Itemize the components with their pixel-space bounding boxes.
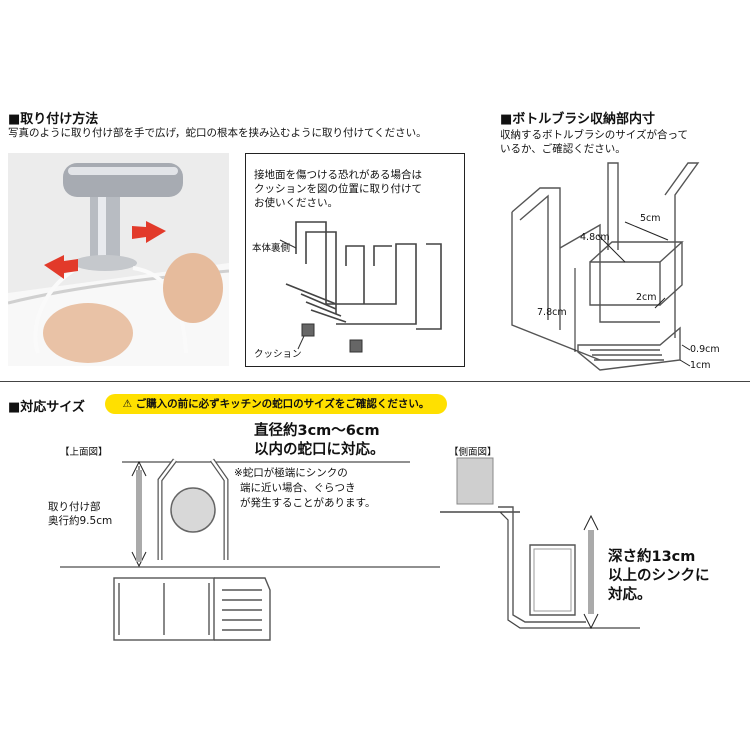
side-view-label: 【側面図】 <box>449 447 497 458</box>
warning-icon: ⚠ <box>122 398 133 410</box>
brush-line-1: 収納するボトルブラシのサイズが合って <box>500 129 688 141</box>
label-back-side: 本体裏側 <box>252 243 291 254</box>
dim-width: 5cm <box>640 213 661 224</box>
dim-height: 7.8cm <box>537 307 567 318</box>
brush-line-2: いるか、ご確認ください。 <box>500 143 626 155</box>
size-heading: ■対応サイズ <box>8 400 85 415</box>
install-heading: ■取り付け方法 <box>8 112 99 127</box>
section-divider <box>0 381 750 382</box>
caution-line-2: 端に近い場合、ぐらつき <box>240 482 356 494</box>
depth-line-2: 以上のシンクに <box>608 568 710 584</box>
note-line-3: お使いください。 <box>254 197 338 209</box>
note-line-2: クッションを図の位置に取り付けて <box>254 183 422 195</box>
depth-line-3: 対応。 <box>608 587 652 603</box>
depth-line-1: 深さ約13cm <box>608 549 696 565</box>
top-view-label: 【上面図】 <box>60 447 108 458</box>
brush-heading: ■ボトルブラシ収納部内寸 <box>500 112 656 127</box>
mount-line-1: 取り付け部 <box>48 501 101 513</box>
install-description: 写真のように取り付け部を手で広げ，蛇口の根本を挟み込むように取り付けてください。 <box>8 127 427 139</box>
dim-bottom-2: 1cm <box>690 360 711 371</box>
dim-gap: 2cm <box>636 292 657 303</box>
cushion-diagram <box>279 221 442 353</box>
caution-line-3: が発生することがあります。 <box>240 497 376 509</box>
label-cushion: クッション <box>254 349 302 360</box>
diameter-line-2: 以内の蛇口に対応。 <box>254 442 385 458</box>
mount-line-2: 奥行約9.5cm <box>48 515 113 527</box>
caution-line-1: ※蛇口が極端にシンクの <box>234 467 348 479</box>
diameter-line-1: 直径約3cm～6cm <box>254 423 380 439</box>
purchase-warning: ⚠ ご購入の前に必ずキッチンの蛇口のサイズをご確認ください。 <box>105 394 447 414</box>
warning-text: ご購入の前に必ずキッチンの蛇口のサイズをご確認ください。 <box>135 398 430 410</box>
cushion-note-box: 接地面を傷つける恐れがある場合は クッションを図の位置に取り付けて お使いくださ… <box>245 153 465 367</box>
note-line-1: 接地面を傷つける恐れがある場合は <box>254 169 422 181</box>
dim-bottom-1: 0.9cm <box>690 344 720 355</box>
install-photo <box>8 153 229 366</box>
dim-depth: 4.8cm <box>580 232 610 243</box>
